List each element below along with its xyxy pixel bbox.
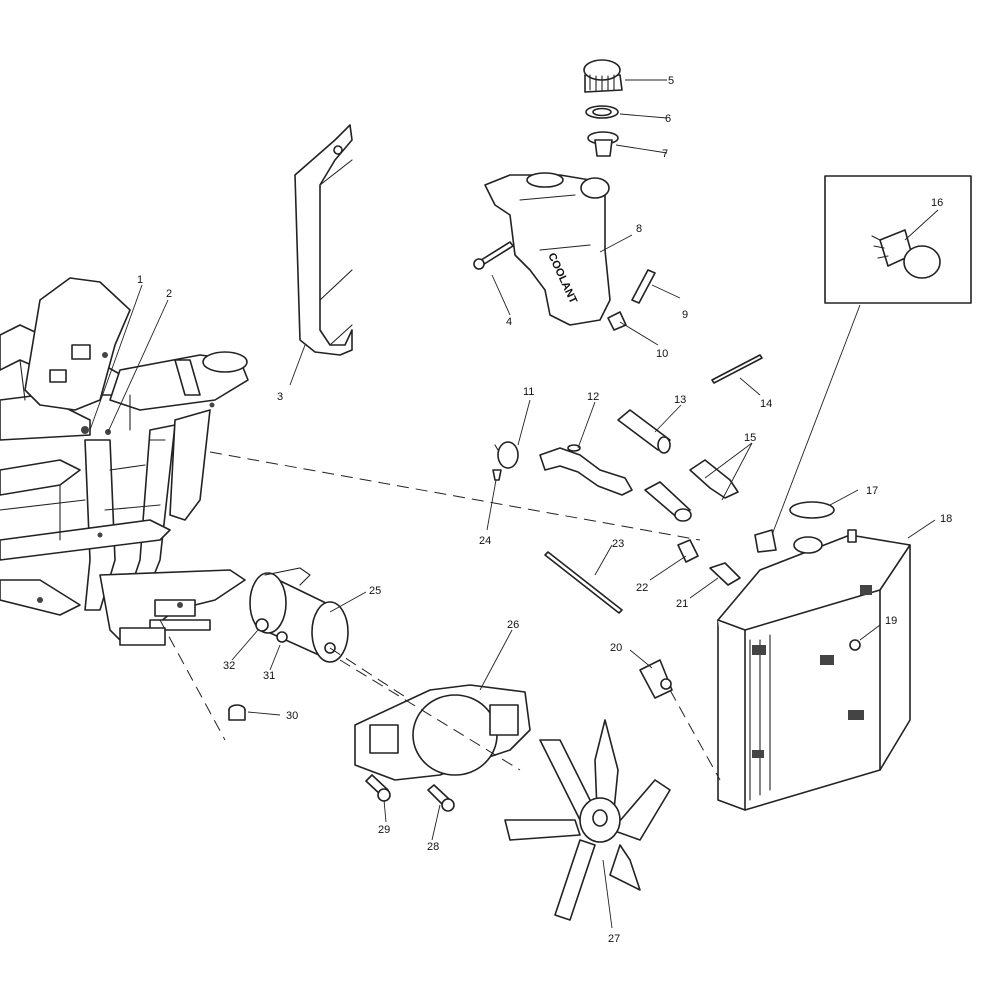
callout-20: 20: [610, 642, 622, 654]
reservoir-filler-neck: [587, 131, 619, 157]
bracket-bolt-28: [427, 784, 455, 812]
reservoir-cap: [583, 59, 623, 93]
radiator-cap: [789, 501, 835, 519]
callout-2: 2: [166, 288, 172, 300]
radiator-mounting-clamp: [639, 659, 673, 699]
lower-hose: [709, 562, 741, 586]
reservoir-fitting: [607, 311, 627, 331]
callout-24: 24: [479, 535, 491, 547]
callout-6: 6: [665, 113, 671, 125]
hose-clamps-pair: [644, 459, 739, 522]
fan-motor: [249, 567, 349, 663]
bracket-bolt-29: [365, 774, 391, 802]
fan-switch: [871, 229, 941, 279]
callout-28: 28: [427, 841, 439, 853]
callout-15: 15: [744, 432, 756, 444]
callout-12: 12: [587, 391, 599, 403]
callout-29: 29: [378, 824, 390, 836]
callout-1: 1: [137, 274, 143, 286]
fan-blade: [504, 719, 671, 921]
callout-8: 8: [636, 223, 642, 235]
fan-mounting-bracket: [354, 684, 531, 781]
callout-21: 21: [676, 598, 688, 610]
callout-22: 22: [636, 582, 648, 594]
reservoir-bolt: [473, 241, 514, 270]
callout-16: 16: [931, 197, 943, 209]
callout-27: 27: [608, 933, 620, 945]
callout-11: 11: [523, 386, 534, 398]
callout-18: 18: [940, 513, 952, 525]
upper-radiator-hose: [539, 444, 633, 496]
callout-32: 32: [223, 660, 235, 672]
vehicle-frame: [0, 277, 249, 646]
callout-26: 26: [507, 619, 519, 631]
callout-14: 14: [760, 398, 772, 410]
callout-30: 30: [286, 710, 298, 722]
reservoir-cap-gasket: [585, 105, 619, 119]
grommet: [228, 704, 246, 721]
callout-3: 3: [277, 391, 283, 403]
callout-31: 31: [263, 670, 275, 682]
bleed-screw: [492, 469, 502, 481]
callout-5: 5: [668, 75, 674, 87]
callout-10: 10: [656, 348, 668, 360]
radiator-screw: [849, 639, 861, 651]
motor-nut: [255, 618, 269, 632]
motor-washer: [276, 631, 288, 643]
callout-23: 23: [612, 538, 624, 550]
hose-clamp: [494, 441, 519, 469]
wire-tie-strap: [544, 551, 623, 614]
callout-4: 4: [506, 316, 512, 328]
lower-hose-connector: [677, 539, 699, 563]
callout-17: 17: [866, 485, 878, 497]
hose-clip: [754, 529, 777, 553]
callout-7: 7: [662, 148, 668, 160]
radiator: [717, 529, 911, 811]
callout-19: 19: [885, 615, 897, 627]
radiator-shroud: [294, 124, 353, 356]
overflow-hose: [631, 269, 656, 304]
callout-25: 25: [369, 585, 381, 597]
callout-13: 13: [674, 394, 686, 406]
bleed-tube: [711, 354, 763, 384]
hose-section: [617, 409, 671, 454]
coolant-reservoir: COOLANT: [484, 172, 611, 326]
callout-9: 9: [682, 309, 688, 321]
